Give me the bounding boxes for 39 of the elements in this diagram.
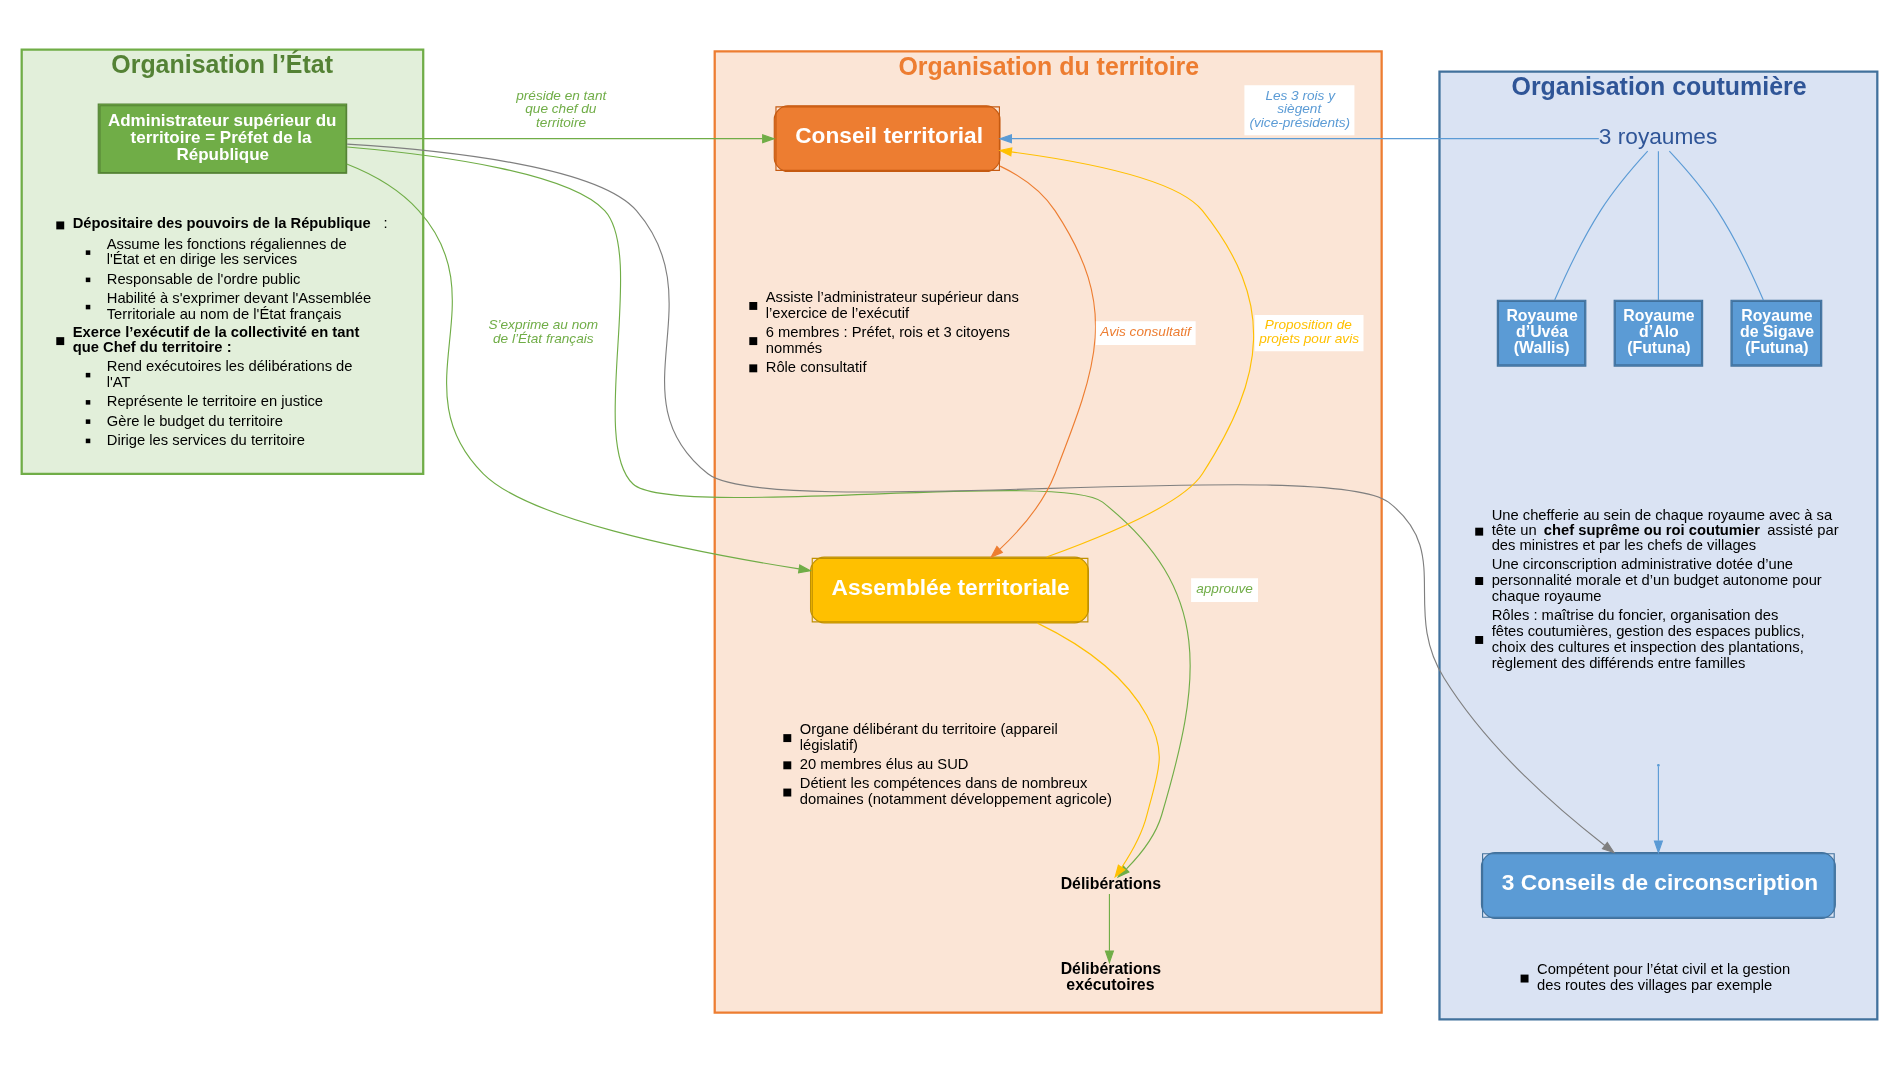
node-label: Rend exécutoires les délibérations de l'AT bbox=[106, 358, 353, 390]
node-label: Assume les fonctions régaliennes de l'État et en dirige les services bbox=[106, 235, 347, 268]
arrow bbox=[346, 133, 776, 144]
edge-label: Proposition de projets pour avis bbox=[1259, 317, 1360, 346]
node-label: Gère le budget du territoire bbox=[106, 412, 283, 429]
node-label: Organe délibérant du territoire (appareil législatif) bbox=[799, 721, 1058, 753]
node-text: Délibérations bbox=[1060, 874, 1162, 892]
arrow bbox=[998, 147, 1255, 558]
node-label: Habilité à s'exprimer devant l'Assemblée Territoriale au nom de l'État français bbox=[106, 290, 372, 322]
arrow bbox=[998, 133, 1600, 144]
arrow bbox=[1653, 765, 1664, 855]
edge-label: Avis consultatif bbox=[1100, 324, 1191, 340]
label: Une chefferie au sein de chaque royaume avec à sa tête un chef suprême ou roi coutumier assisté par des ministres et par les chefs de villages bbox=[1491, 507, 1839, 553]
node-label: 20 membres élus au SUD bbox=[799, 756, 969, 773]
arrow bbox=[1104, 893, 1115, 965]
node-label: Dirige les services du territoire bbox=[106, 431, 305, 448]
node-label: Responsable de l'ordre public bbox=[106, 270, 301, 287]
arrow bbox=[989, 165, 1096, 559]
node-label: Dépositaire des pouvoirs de la République : bbox=[72, 215, 388, 232]
connector bbox=[1657, 150, 1659, 301]
connector bbox=[1554, 150, 1649, 301]
label: Rôles : maîtrise du foncier, organisation des fêtes coutumières, gestion des espaces publics, choix des cultures et inspection des plantations, règlement des différends entre familles bbox=[1491, 607, 1805, 671]
node-label: Détient les compétences dans de nombreux domaines (notamment développement agricole) bbox=[799, 775, 1112, 808]
arrow bbox=[346, 163, 813, 574]
label: Une circonscription administrative dotée d’une personnalité morale et d’un budget autonome pour chaque royaume bbox=[1491, 555, 1822, 604]
edge-label: S’exprime au nom de l’État français bbox=[488, 317, 599, 346]
node-text: 3 royaumes bbox=[1598, 123, 1718, 150]
edge-label: Les 3 rois y siègent (vice-présidents) bbox=[1249, 87, 1351, 130]
edge-label: préside en tant que chef du territoire bbox=[516, 87, 607, 130]
connector bbox=[1668, 150, 1764, 301]
node-label: Compétent pour l’état civil et la gestion des routes des villages par exemple bbox=[1537, 961, 1791, 994]
node-label: Exerce l’exécutif de la collectivité en tant que Chef du territoire : bbox=[72, 324, 360, 355]
arrow bbox=[346, 143, 1616, 854]
node-label: Rôle consultatif bbox=[765, 359, 867, 376]
node-label: Représente le territoire en justice bbox=[106, 393, 323, 410]
node-text: Délibérations exécutoires bbox=[1060, 960, 1162, 994]
node-label: 6 membres : Préfet, rois et 3 citoyens nommés bbox=[765, 324, 1010, 356]
edge-label: approuve bbox=[1196, 581, 1253, 597]
node-label: Assiste l’administrateur supérieur dans l’exercice de l’exécutif bbox=[765, 288, 1019, 321]
